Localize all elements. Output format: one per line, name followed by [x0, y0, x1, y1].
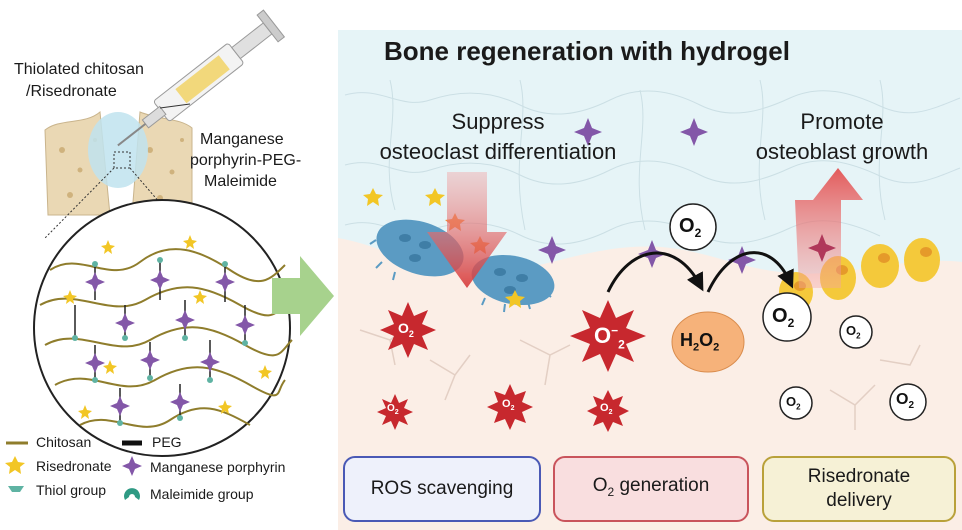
legend-thiol-swatch	[8, 486, 24, 492]
superoxide-bursts	[377, 300, 646, 432]
o2-generation-label: O2 generation	[592, 475, 710, 499]
superoxide-label-4: O2	[600, 402, 613, 417]
ros-scavenging-box: ROS scavenging	[343, 456, 541, 522]
promote-label-line1: Promote	[800, 109, 884, 134]
o2-generation-box: O2 generation	[553, 456, 749, 522]
superoxide-label-2: O2	[387, 403, 399, 416]
legend-symbols	[5, 440, 142, 500]
crosslinker-label-line1: Manganese	[200, 131, 284, 148]
legend-peg: PEG	[152, 434, 182, 450]
reaction-arrow-1	[606, 251, 704, 293]
legend-porphyrin: Manganese porphyrin	[150, 459, 286, 475]
crosslinker-label-line3: Maleimide	[204, 173, 277, 190]
risedronate-delivery-line2: delivery	[826, 490, 892, 511]
porphyrin-marker-promote	[808, 234, 836, 262]
legend-maleimide-swatch	[123, 488, 140, 500]
o2-circles	[669, 203, 927, 421]
superoxide-label-1: O2	[398, 320, 414, 339]
legend-porphyrin-swatch	[122, 456, 142, 476]
promote-arrow	[795, 168, 863, 288]
superoxide-label-3: O2	[502, 398, 515, 413]
bone-defect	[44, 110, 193, 239]
h2o2-circle	[671, 311, 745, 373]
h2o2-label: H2O2	[680, 330, 720, 354]
risedronate-delivery-line1: Risedronate	[807, 466, 911, 487]
o2-label-top: O2	[679, 215, 702, 240]
legend-chitosan: Chitosan	[36, 434, 92, 450]
hydrogel-droplet	[88, 112, 148, 188]
legend-risedronate: Risedronate	[36, 458, 112, 474]
syringe-label-line2: /Risedronate	[26, 83, 117, 100]
superoxide-label-large: O−2	[594, 323, 625, 352]
figure-title: Bone regeneration with hydrogel	[384, 36, 790, 66]
transition-arrow	[272, 256, 334, 336]
legend-thiol: Thiol group	[36, 482, 107, 498]
suppress-label-line1: Suppress	[451, 109, 545, 134]
o2-label-small-1: O2	[846, 323, 861, 341]
reaction-arrow-2	[706, 251, 794, 293]
syringe-label-line1: Thiolated chitosan	[14, 61, 144, 78]
crosslinker-label-line2: porphyrin-PEG-	[190, 152, 302, 169]
ros-scavenging-label: ROS scavenging	[370, 478, 514, 499]
promote-label-line2: osteoblast growth	[755, 139, 929, 164]
syringe	[117, 9, 286, 147]
risedronate-stars	[363, 188, 525, 308]
suppress-arrow	[427, 172, 507, 288]
o2-label-mid: O2	[772, 305, 795, 330]
suppress-label-line2: osteoclast differentiation	[379, 139, 617, 164]
label-leader-line	[159, 103, 191, 109]
legend-maleimide: Maleimide group	[150, 486, 254, 502]
o2-label-small-3: O2	[896, 391, 915, 412]
risedronate-delivery-box: Risedronate delivery	[762, 456, 956, 522]
legend-risedronate-swatch	[5, 456, 25, 474]
hydrogel-network-zoom	[33, 199, 293, 457]
o2-label-small-2: O2	[786, 394, 801, 412]
hydrogel-network	[344, 79, 961, 245]
